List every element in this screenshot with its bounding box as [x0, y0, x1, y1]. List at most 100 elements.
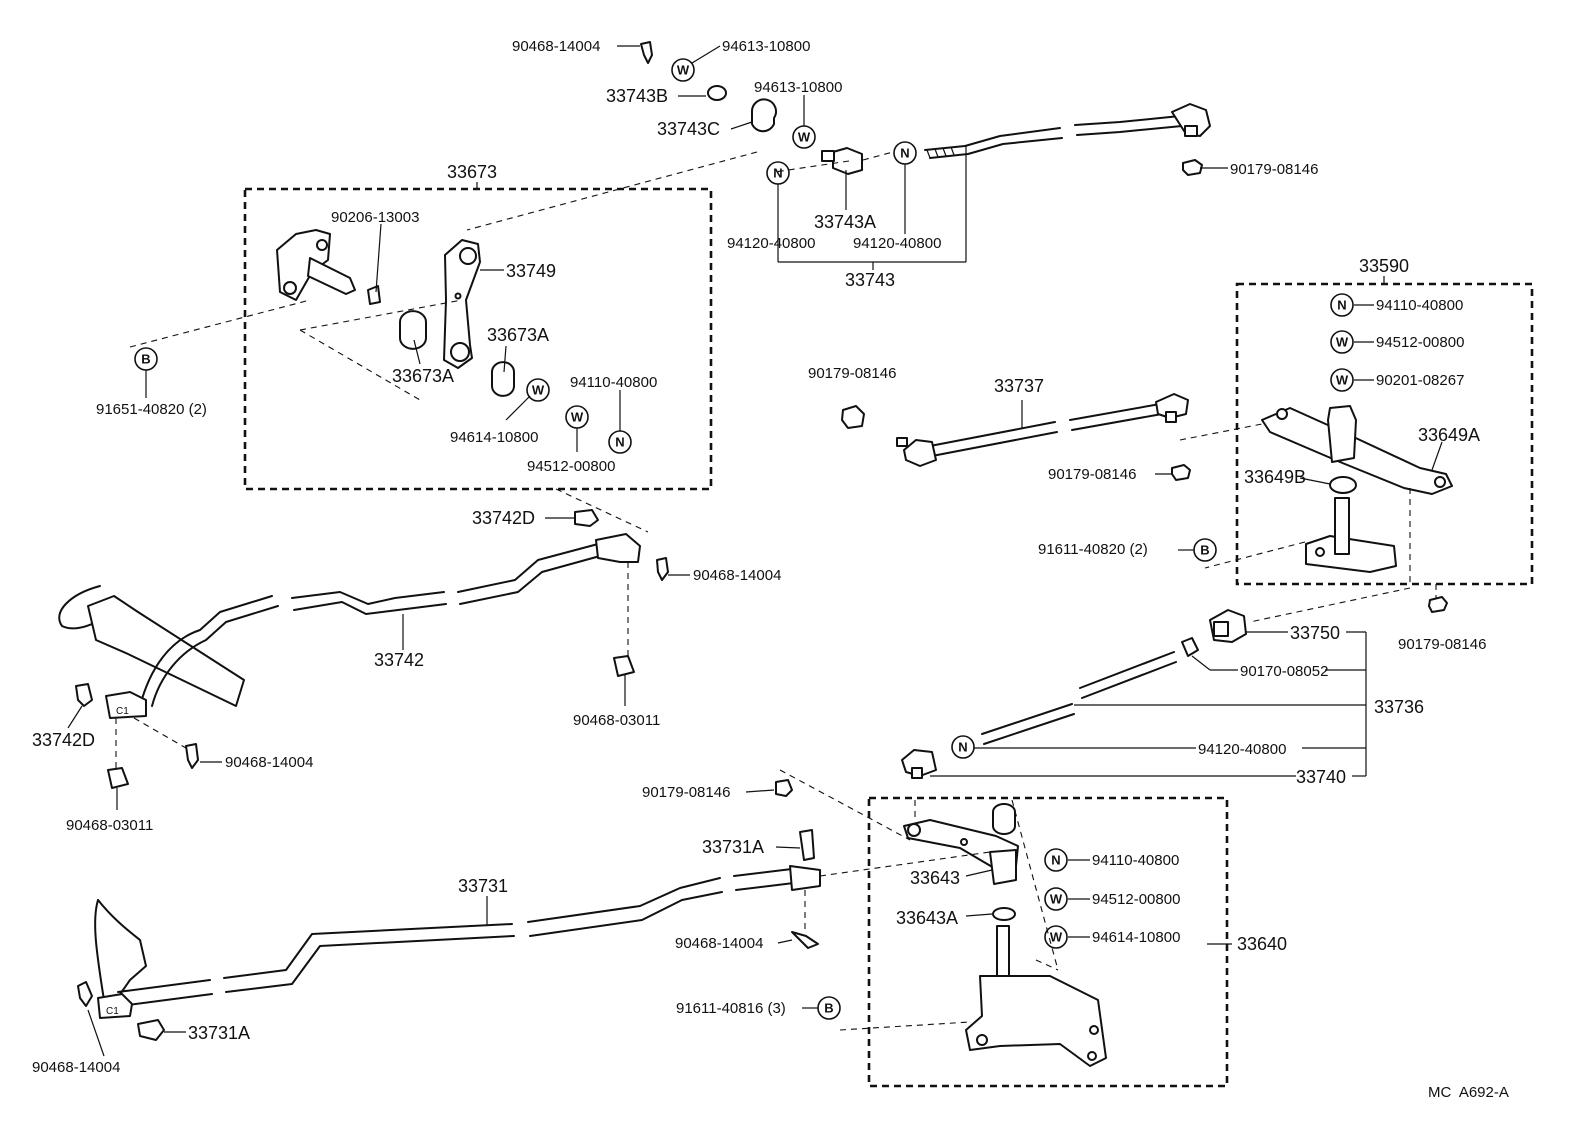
part-label: 94110-40800 — [1376, 297, 1463, 314]
nut-symbol-94120-low: N — [951, 735, 975, 759]
part-label: 33742D — [32, 730, 95, 750]
bushing-33673A-right — [491, 361, 515, 397]
part-label: 33649A — [1418, 425, 1480, 445]
rod-33737 — [896, 393, 1189, 467]
washer-symbol-94512-right: W — [1330, 330, 1354, 354]
part-label: 94512-00800 — [1376, 334, 1464, 351]
nut-90179-mid — [1171, 464, 1191, 481]
part-label: 33742D — [472, 508, 535, 528]
bolt-symbol-91651: B — [134, 347, 158, 371]
nut-symbol-94110-top: N — [608, 430, 632, 454]
clip-90468-top — [640, 41, 653, 64]
svg-text:B: B — [141, 352, 150, 367]
svg-text:N: N — [1337, 298, 1346, 313]
rod-33743 — [924, 103, 1211, 159]
part-label: 90468-14004 — [693, 567, 781, 584]
bushing-33643 — [989, 849, 1017, 885]
part-label: 94120-40800 — [1198, 741, 1286, 758]
part-label: 90179-08146 — [642, 784, 730, 801]
part-label: 94512-00800 — [1092, 891, 1180, 908]
svg-text:N: N — [773, 166, 782, 181]
svg-text:W: W — [1336, 373, 1349, 388]
washer-symbol-94614-top: W — [526, 378, 550, 402]
part-label: 33743A — [814, 212, 876, 232]
svg-text:W: W — [677, 63, 690, 78]
part-label: 90468-14004 — [512, 38, 600, 55]
pin-33731A-lower — [137, 1019, 165, 1041]
part-label: 90201-08267 — [1376, 372, 1464, 389]
part-label: 94613-10800 — [722, 38, 810, 55]
part-label: 94512-00800 — [527, 458, 615, 475]
part-label: 91611-40820 (2) — [1038, 541, 1148, 558]
part-label: 33743B — [606, 86, 668, 106]
part-label: 94614-10800 — [450, 429, 538, 446]
washer-90206 — [367, 285, 381, 305]
washer-symbol-94613-b: W — [792, 125, 816, 149]
lever-33649A — [1261, 407, 1453, 495]
rod-33736 — [901, 609, 1247, 779]
group-label-33743: 33743 — [845, 270, 895, 290]
washer-symbol-90201-right: W — [1330, 368, 1354, 392]
svg-text:N: N — [958, 740, 967, 755]
bushing-33743C — [750, 98, 777, 133]
joint-33743A — [821, 147, 863, 175]
part-label: 94120-40800 — [727, 235, 815, 252]
part-label: 90468-14004 — [32, 1059, 120, 1076]
bolt-symbol-91611-low: B — [817, 996, 841, 1020]
part-label: 94110-40800 — [1092, 852, 1179, 869]
svg-text:C1: C1 — [106, 1006, 119, 1017]
part-label: 94120-40800 — [853, 235, 941, 252]
bolt-33742D-upper — [574, 509, 599, 527]
part-label: 90468-14004 — [225, 754, 313, 771]
leader-lines — [67, 45, 1443, 1057]
nut-90179-top — [1182, 159, 1203, 176]
diagram-code: MC A692-A — [1428, 1084, 1509, 1101]
svg-text:N: N — [615, 435, 624, 450]
svg-text:W: W — [798, 130, 811, 145]
svg-text:B: B — [824, 1001, 833, 1016]
part-label: 33731A — [188, 1023, 250, 1043]
part-label: 90179-08146 — [1048, 466, 1136, 483]
svg-text:C1: C1 — [116, 706, 129, 717]
svg-text:W: W — [1050, 930, 1063, 945]
part-label: 33643A — [896, 908, 958, 928]
svg-text:N: N — [900, 146, 909, 161]
bushing-33673A-left — [399, 310, 427, 350]
part-label: 33740 — [1296, 767, 1346, 787]
nut-symbol-94110-low: N — [1044, 848, 1068, 872]
group-label-33673: 33673 — [447, 162, 497, 182]
clip-90468-bottom — [77, 981, 93, 1007]
part-label: 33673A — [487, 325, 549, 345]
part-labels: 90468-14004 94613-10800 33743B 94613-108… — [32, 38, 1486, 1076]
bolt-symbol-91611-right: B — [1193, 538, 1217, 562]
part-label: 94614-10800 — [1092, 929, 1180, 946]
nut-symbol-94110-right: N — [1330, 293, 1354, 317]
rod-33742: C1 — [58, 533, 641, 719]
nut-symbol-94120-left: N — [766, 161, 790, 185]
part-label: 94613-10800 — [754, 79, 842, 96]
bracket-33673 — [276, 229, 356, 301]
part-label: 33731 — [458, 876, 508, 896]
group-label-33590: 33590 — [1359, 256, 1409, 276]
lever-33749 — [443, 239, 481, 369]
group-label-33736: 33736 — [1374, 697, 1424, 717]
part-label: 33673A — [392, 366, 454, 386]
part-label: 90170-08052 — [1240, 663, 1328, 680]
group-box-33673 — [243, 187, 713, 491]
bushing-33643A — [992, 907, 1016, 921]
part-label: 33742 — [374, 650, 424, 670]
clip-90468-03011-left — [107, 767, 129, 789]
part-label: 90179-08146 — [808, 365, 896, 382]
assembly-dash-lines — [115, 151, 1437, 1031]
nut-symbol-94120-right: N — [893, 141, 917, 165]
svg-text:W: W — [1336, 335, 1349, 350]
washer-symbol-94614-low: W — [1044, 925, 1068, 949]
part-label: 33737 — [994, 376, 1044, 396]
part-label: 91611-40816 (3) — [676, 1000, 786, 1017]
part-label: 90468-03011 — [66, 817, 153, 834]
bushing-33649B — [1329, 476, 1357, 494]
part-label: 94110-40800 — [570, 374, 657, 391]
clip-90468-03011-mid — [613, 655, 635, 677]
nut-90179-right — [1428, 596, 1448, 613]
